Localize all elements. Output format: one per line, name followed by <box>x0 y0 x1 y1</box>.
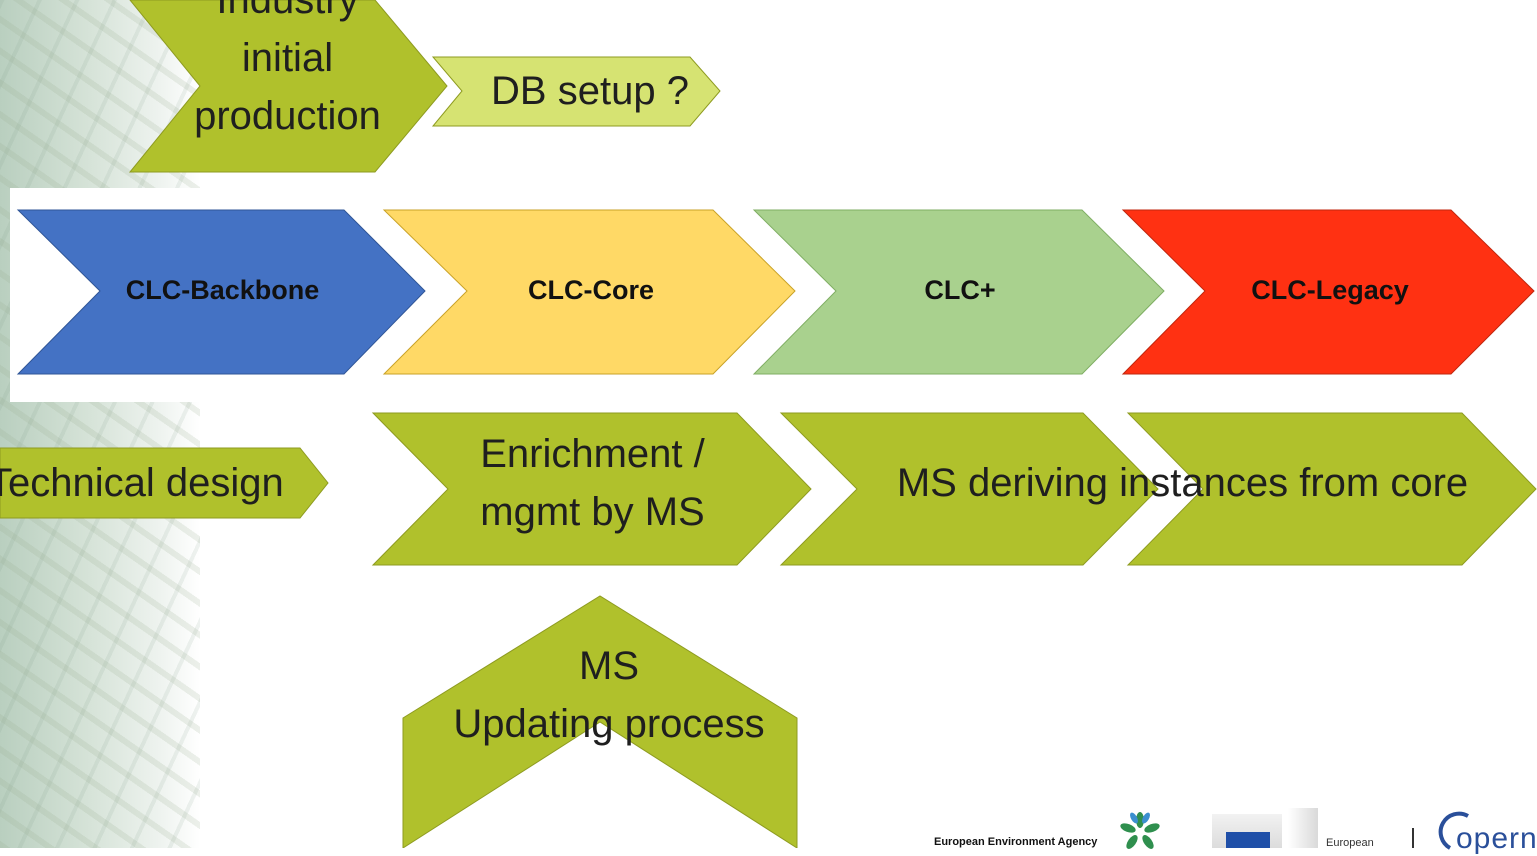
industry-label: Industry initial production <box>194 0 381 138</box>
enrichment-label: Enrichment / mgmt by MS <box>480 432 705 534</box>
enrichment-chevron <box>371 412 812 566</box>
technical-design-chevron <box>0 447 329 519</box>
clc-core-label: CLC-Core <box>528 275 654 305</box>
clc-plus-label: CLC+ <box>924 275 996 305</box>
clc-legacy-label: CLC-Legacy <box>1251 275 1409 305</box>
clc-backbone-label: CLC-Backbone <box>125 275 320 305</box>
updating-process-label: MS Updating process <box>453 644 765 746</box>
technical-design-label: Technical design <box>0 461 284 505</box>
eea-label: European Environment Agency <box>934 836 1098 848</box>
clc-backbone-chevron <box>16 209 426 375</box>
european-label: European <box>1326 837 1374 849</box>
clc-plus-chevron <box>752 209 1165 375</box>
eu-flag-icon <box>1226 832 1270 848</box>
ec-logo-shade <box>1288 808 1318 848</box>
updating-process-chevron <box>402 595 798 848</box>
deriving-chevron-2 <box>1126 412 1537 566</box>
deriving-label: MS deriving instances from core <box>896 461 1469 505</box>
db-setup-label: DB setup ? <box>491 69 689 113</box>
eea-flower-icon <box>1120 812 1160 849</box>
logo-divider <box>1412 828 1414 848</box>
copernicus-label: opern <box>1456 822 1537 855</box>
clc-core-chevron <box>382 209 796 375</box>
industry-chevron <box>128 0 448 173</box>
copernicus-swirl-icon <box>1438 811 1469 850</box>
clc-legacy-chevron <box>1121 209 1535 375</box>
deriving-chevron-1 <box>779 412 1159 566</box>
footer-logos: European Environment Agency European ope… <box>930 806 1537 855</box>
db-setup-chevron <box>431 56 721 127</box>
